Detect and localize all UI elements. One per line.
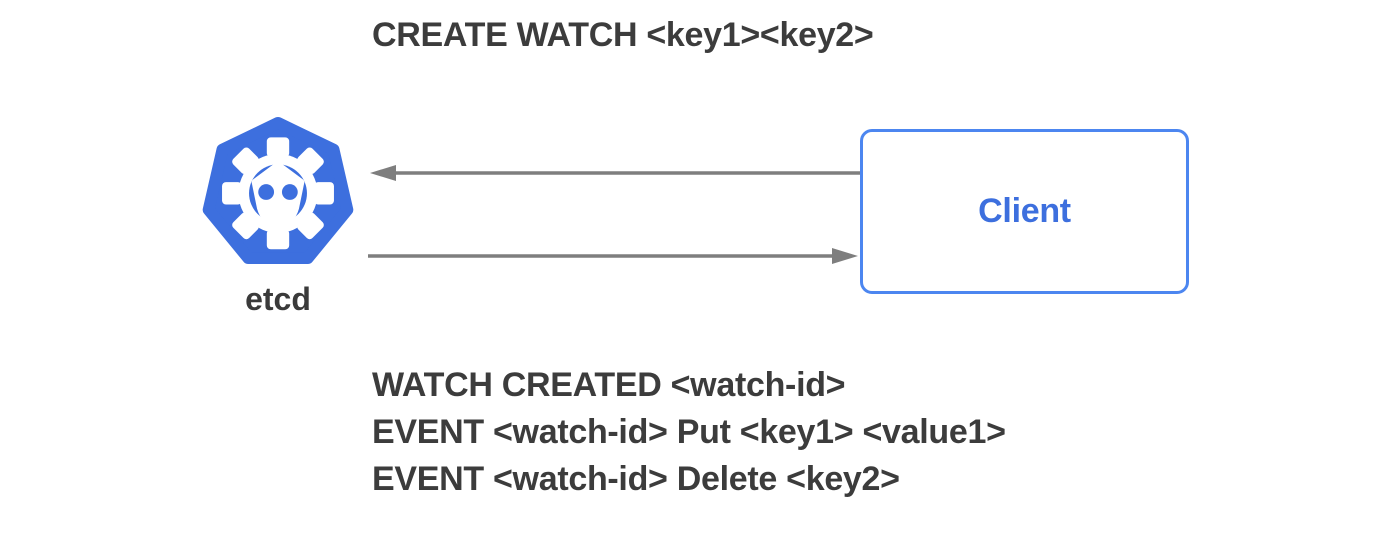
- response-messages: WATCH CREATED <watch-id> EVENT <watch-id…: [372, 362, 1006, 503]
- request-label: CREATE WATCH <key1><key2>: [372, 16, 874, 54]
- response-line-event-put: EVENT <watch-id> Put <key1> <value1>: [372, 413, 1006, 451]
- client-label: Client: [978, 192, 1071, 230]
- response-line-event-delete: EVENT <watch-id> Delete <key2>: [372, 460, 900, 498]
- arrow-client-to-etcd: [370, 165, 862, 181]
- client-node: Client: [860, 129, 1189, 294]
- response-line-watch-created: WATCH CREATED <watch-id>: [372, 366, 846, 404]
- etcd-icon: [202, 116, 354, 265]
- etcd-label: etcd: [245, 281, 311, 317]
- arrow-etcd-to-client: [368, 248, 858, 264]
- etcd-node: etcd: [193, 115, 363, 318]
